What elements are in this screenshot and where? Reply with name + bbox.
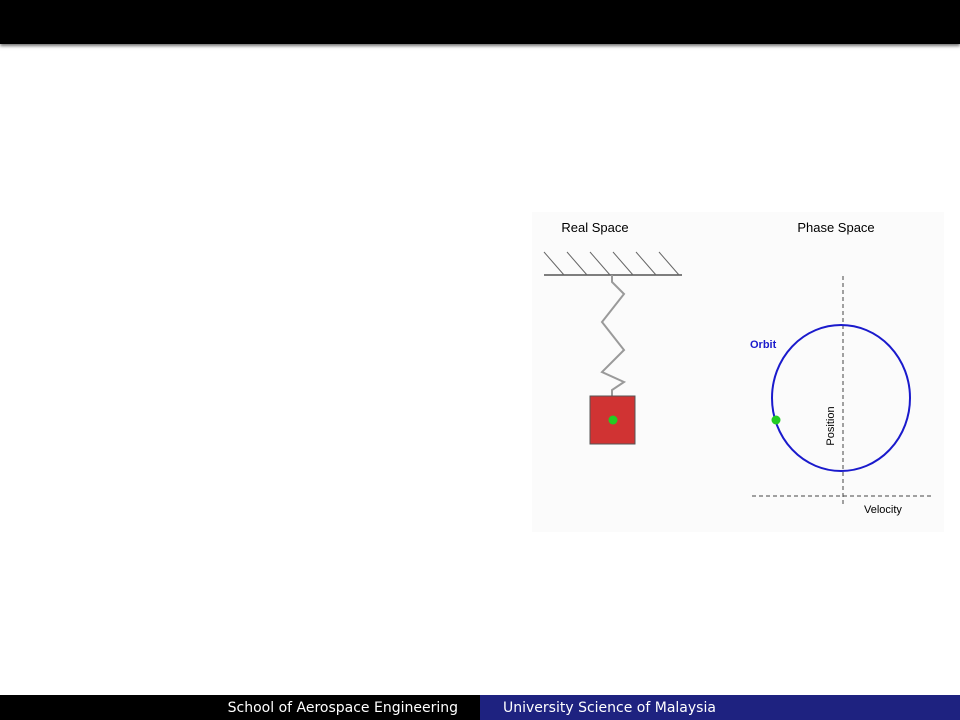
university-name: University Science of Malaysia: [503, 699, 716, 716]
footer-bar: School of Aerospace Engineering Universi…: [0, 695, 960, 720]
real-space-title: Real Space: [561, 220, 628, 235]
footer-university: University Science of Malaysia: [480, 695, 960, 720]
spring-mass-phase-space-figure: Real Space Phase Space Orbit Position Ve…: [532, 212, 944, 532]
phase-space-title: Phase Space: [797, 220, 874, 235]
orbit-phase-point: [771, 415, 781, 425]
orbit-circle: [771, 324, 911, 472]
orbit-label: Orbit: [750, 339, 777, 351]
ceiling-support: [543, 251, 682, 276]
footer-school: School of Aerospace Engineering: [0, 695, 480, 720]
position-axis-label: Position: [825, 406, 837, 445]
school-name: School of Aerospace Engineering: [227, 699, 458, 716]
mass-center-dot: [608, 415, 618, 425]
velocity-axis-label: Velocity: [864, 504, 902, 516]
spring: [600, 275, 627, 396]
top-header-bar: [0, 0, 960, 44]
figure-canvas: Real Space Phase Space Orbit Position Ve…: [543, 220, 934, 516]
